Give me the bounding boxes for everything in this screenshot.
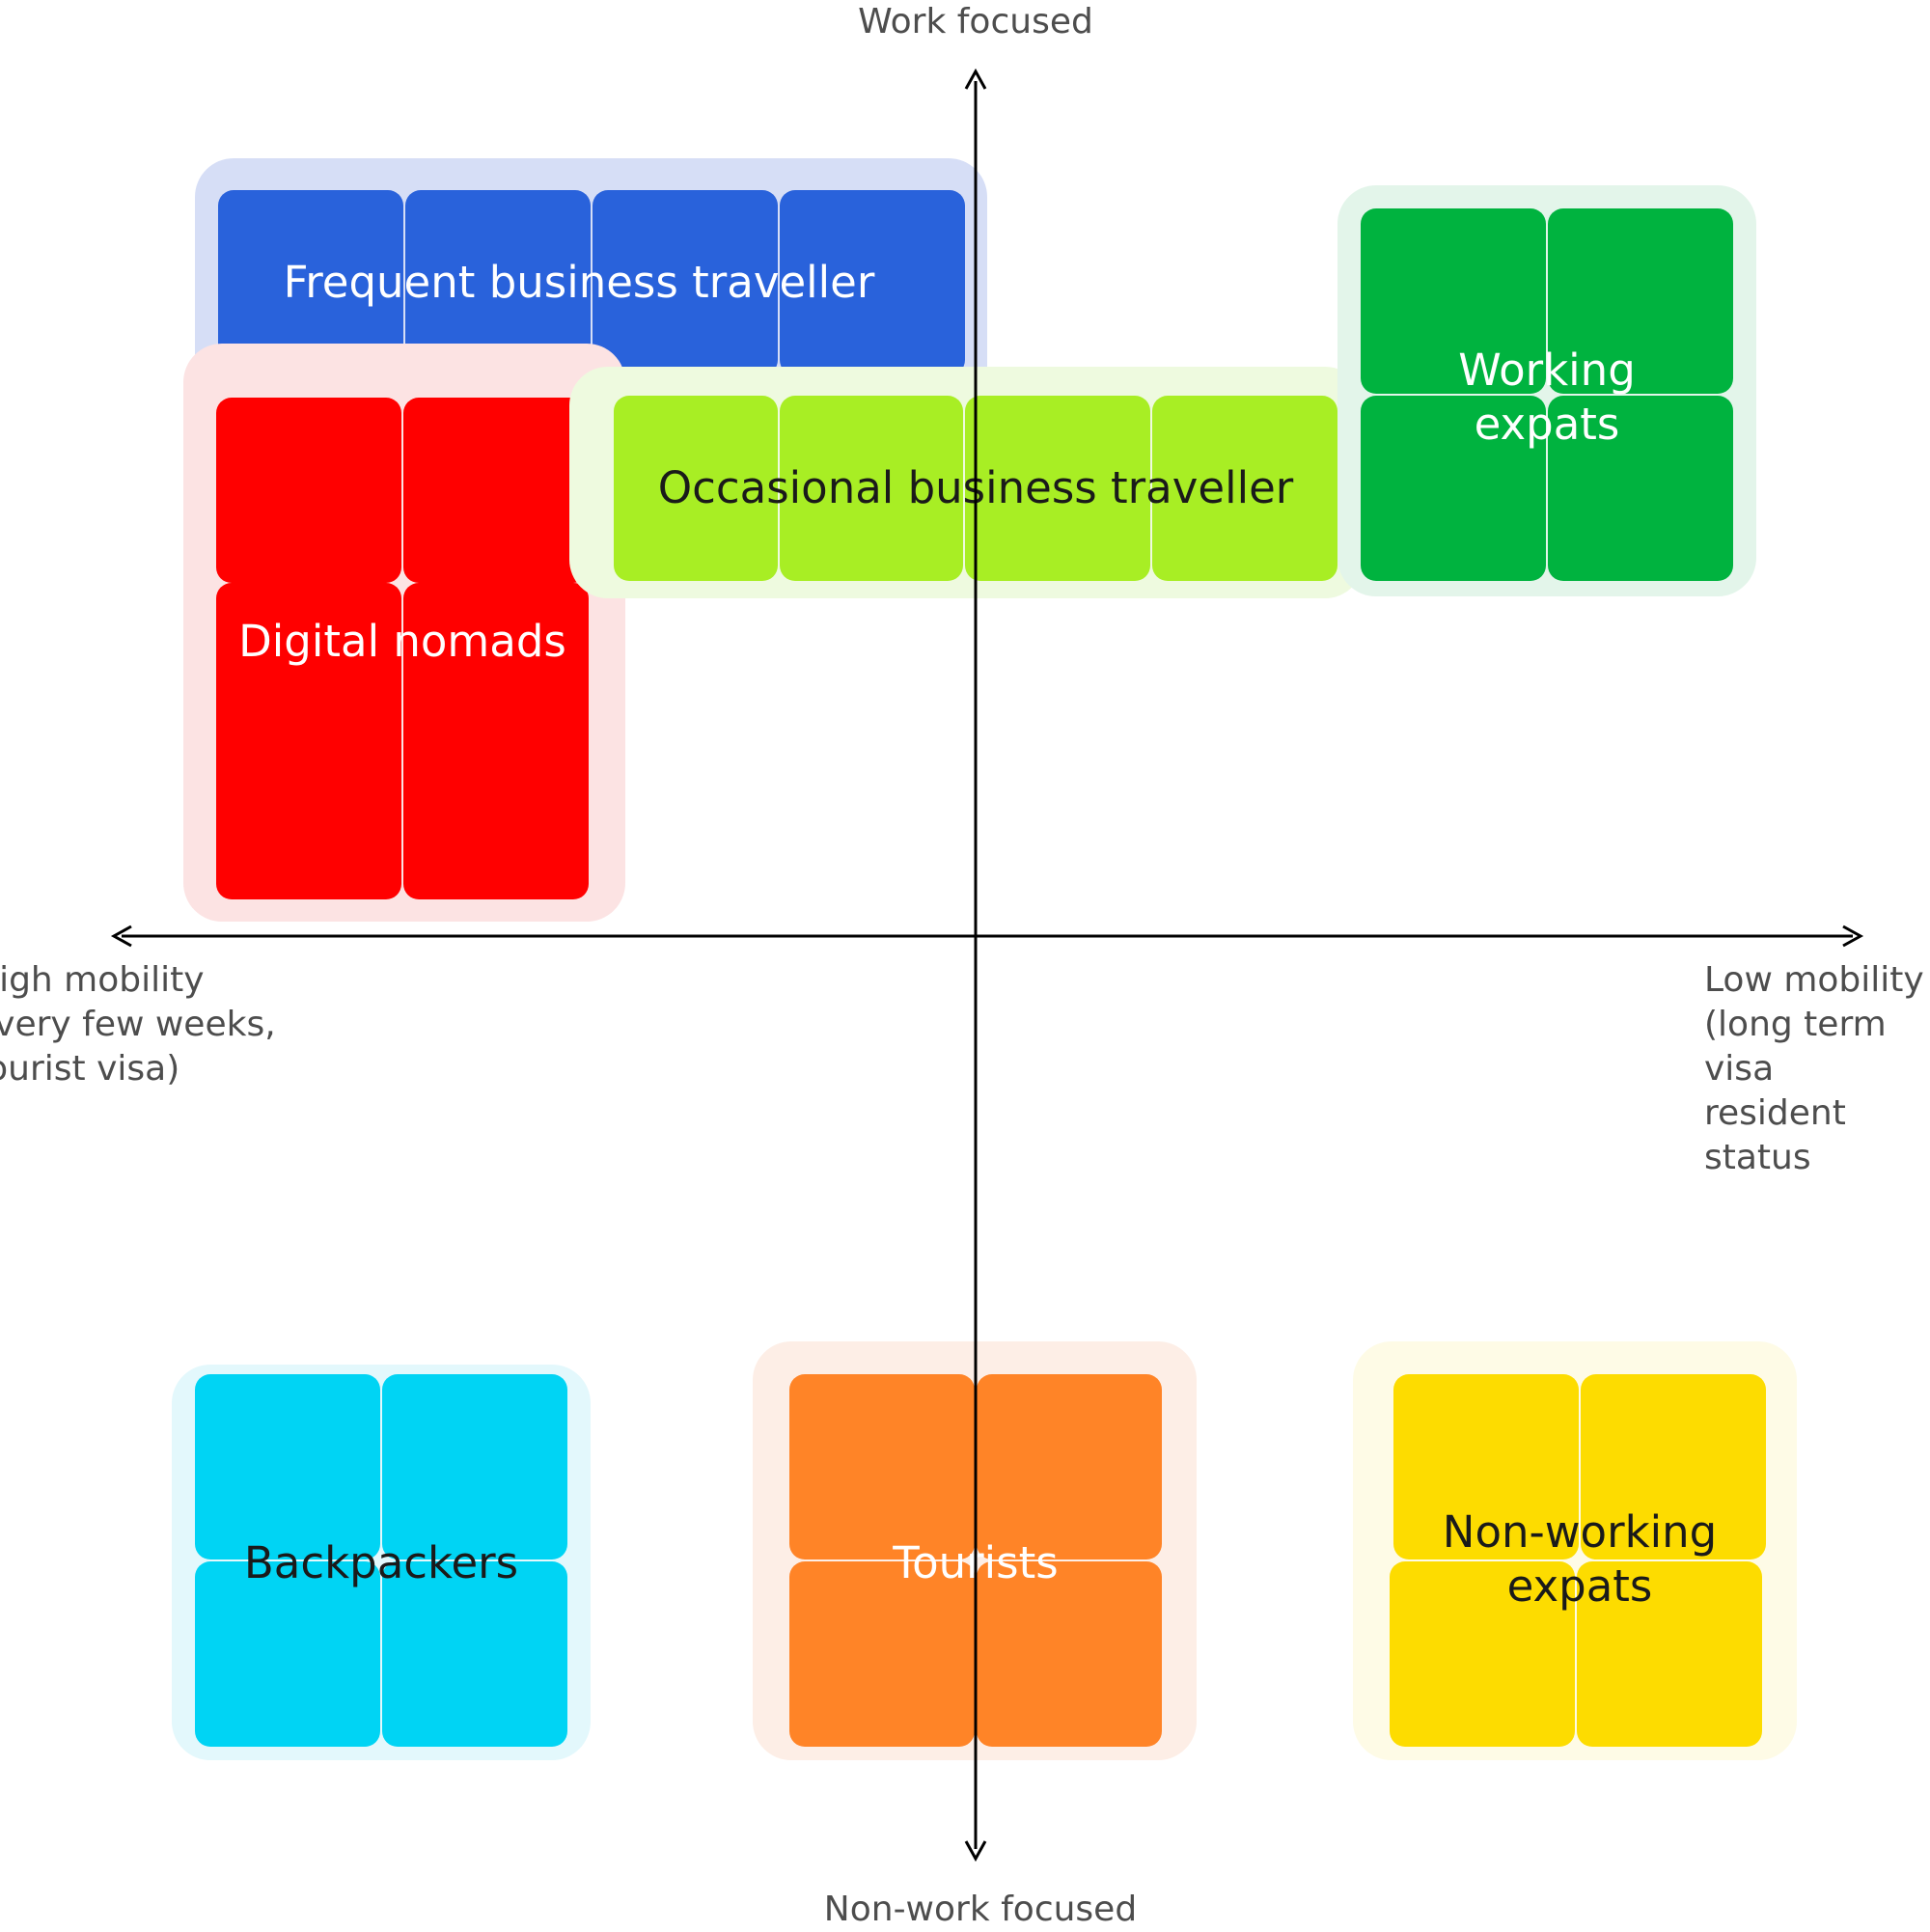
arrow-up-icon: [964, 68, 987, 90]
axis-label-left: High mobility every few weeks, tourist v…: [0, 960, 276, 1089]
group-tile: [1361, 396, 1546, 581]
arrow-left-icon: [110, 925, 132, 948]
group-tile: [780, 396, 963, 581]
group-tile: [216, 583, 401, 899]
group-tile: [789, 1374, 975, 1559]
axis-label-top: Work focused: [858, 2, 1093, 41]
arrow-down-icon: [964, 1840, 987, 1863]
group-tile: [965, 396, 1150, 581]
group-tile: [403, 398, 589, 583]
group-tile: [216, 398, 401, 583]
arrow-right-icon: [1842, 925, 1864, 948]
axis-label-bottom: Non-work focused: [823, 1890, 1138, 1929]
group-tile: [195, 1374, 380, 1559]
group-tile: [1548, 396, 1733, 581]
axis-label-right: Low mobility (long term visa resident st…: [1704, 960, 1924, 1177]
group-tile: [1577, 1561, 1762, 1747]
group-tile: [403, 583, 589, 899]
group-tile: [789, 1561, 975, 1747]
group-tile: [382, 1561, 567, 1747]
group-tile: [614, 396, 778, 581]
group-tile: [977, 1374, 1162, 1559]
group-tile: [1390, 1561, 1575, 1747]
group-tile: [1548, 208, 1733, 394]
group-tile: [593, 190, 778, 375]
group-tile: [1393, 1374, 1579, 1559]
group-tile: [977, 1561, 1162, 1747]
group-tile: [1581, 1374, 1766, 1559]
group-tile: [1361, 208, 1546, 394]
group-tile: [1152, 396, 1337, 581]
group-tile: [382, 1374, 567, 1559]
group-tile: [195, 1561, 380, 1747]
group-tile: [780, 190, 965, 375]
